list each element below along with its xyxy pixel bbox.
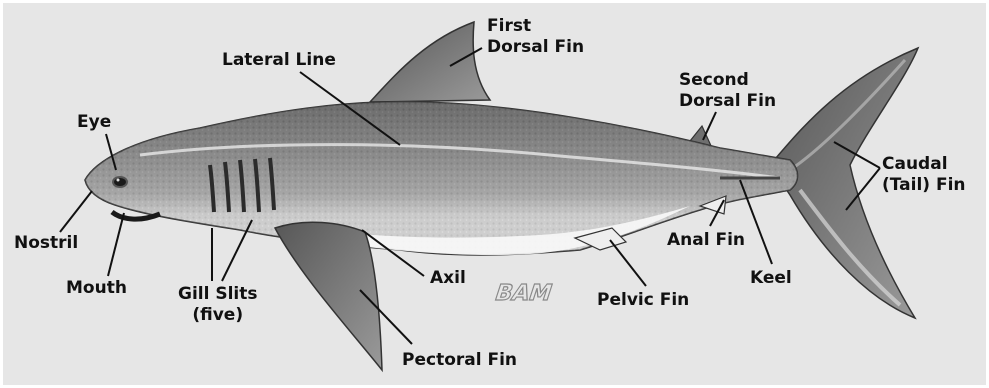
label-first-dorsal-fin: First Dorsal Fin xyxy=(487,16,584,58)
label-pelvic-fin: Pelvic Fin xyxy=(597,290,689,311)
eye-shape xyxy=(113,177,127,187)
bam-watermark-logo: BAM xyxy=(492,281,556,306)
label-mouth: Mouth xyxy=(66,278,127,299)
leader-pelvic-fin xyxy=(610,240,646,286)
label-anal-fin: Anal Fin xyxy=(667,230,745,251)
label-pectoral-fin: Pectoral Fin xyxy=(402,350,517,371)
label-lateral-line: Lateral Line xyxy=(222,50,336,71)
label-eye: Eye xyxy=(77,112,111,133)
first-dorsal-fin-shape xyxy=(370,22,490,102)
label-axil: Axil xyxy=(430,268,466,289)
label-caudal-fin: Caudal (Tail) Fin xyxy=(882,154,966,196)
leader-second-dorsal xyxy=(703,112,716,140)
label-nostril: Nostril xyxy=(14,233,78,254)
leader-nostril xyxy=(60,191,92,232)
label-second-dorsal-fin: Second Dorsal Fin xyxy=(679,70,776,112)
label-gill-slits: Gill Slits (five) xyxy=(178,284,258,326)
leader-mouth xyxy=(108,213,124,276)
svg-text:BAM: BAM xyxy=(492,281,556,306)
label-keel: Keel xyxy=(750,268,792,289)
